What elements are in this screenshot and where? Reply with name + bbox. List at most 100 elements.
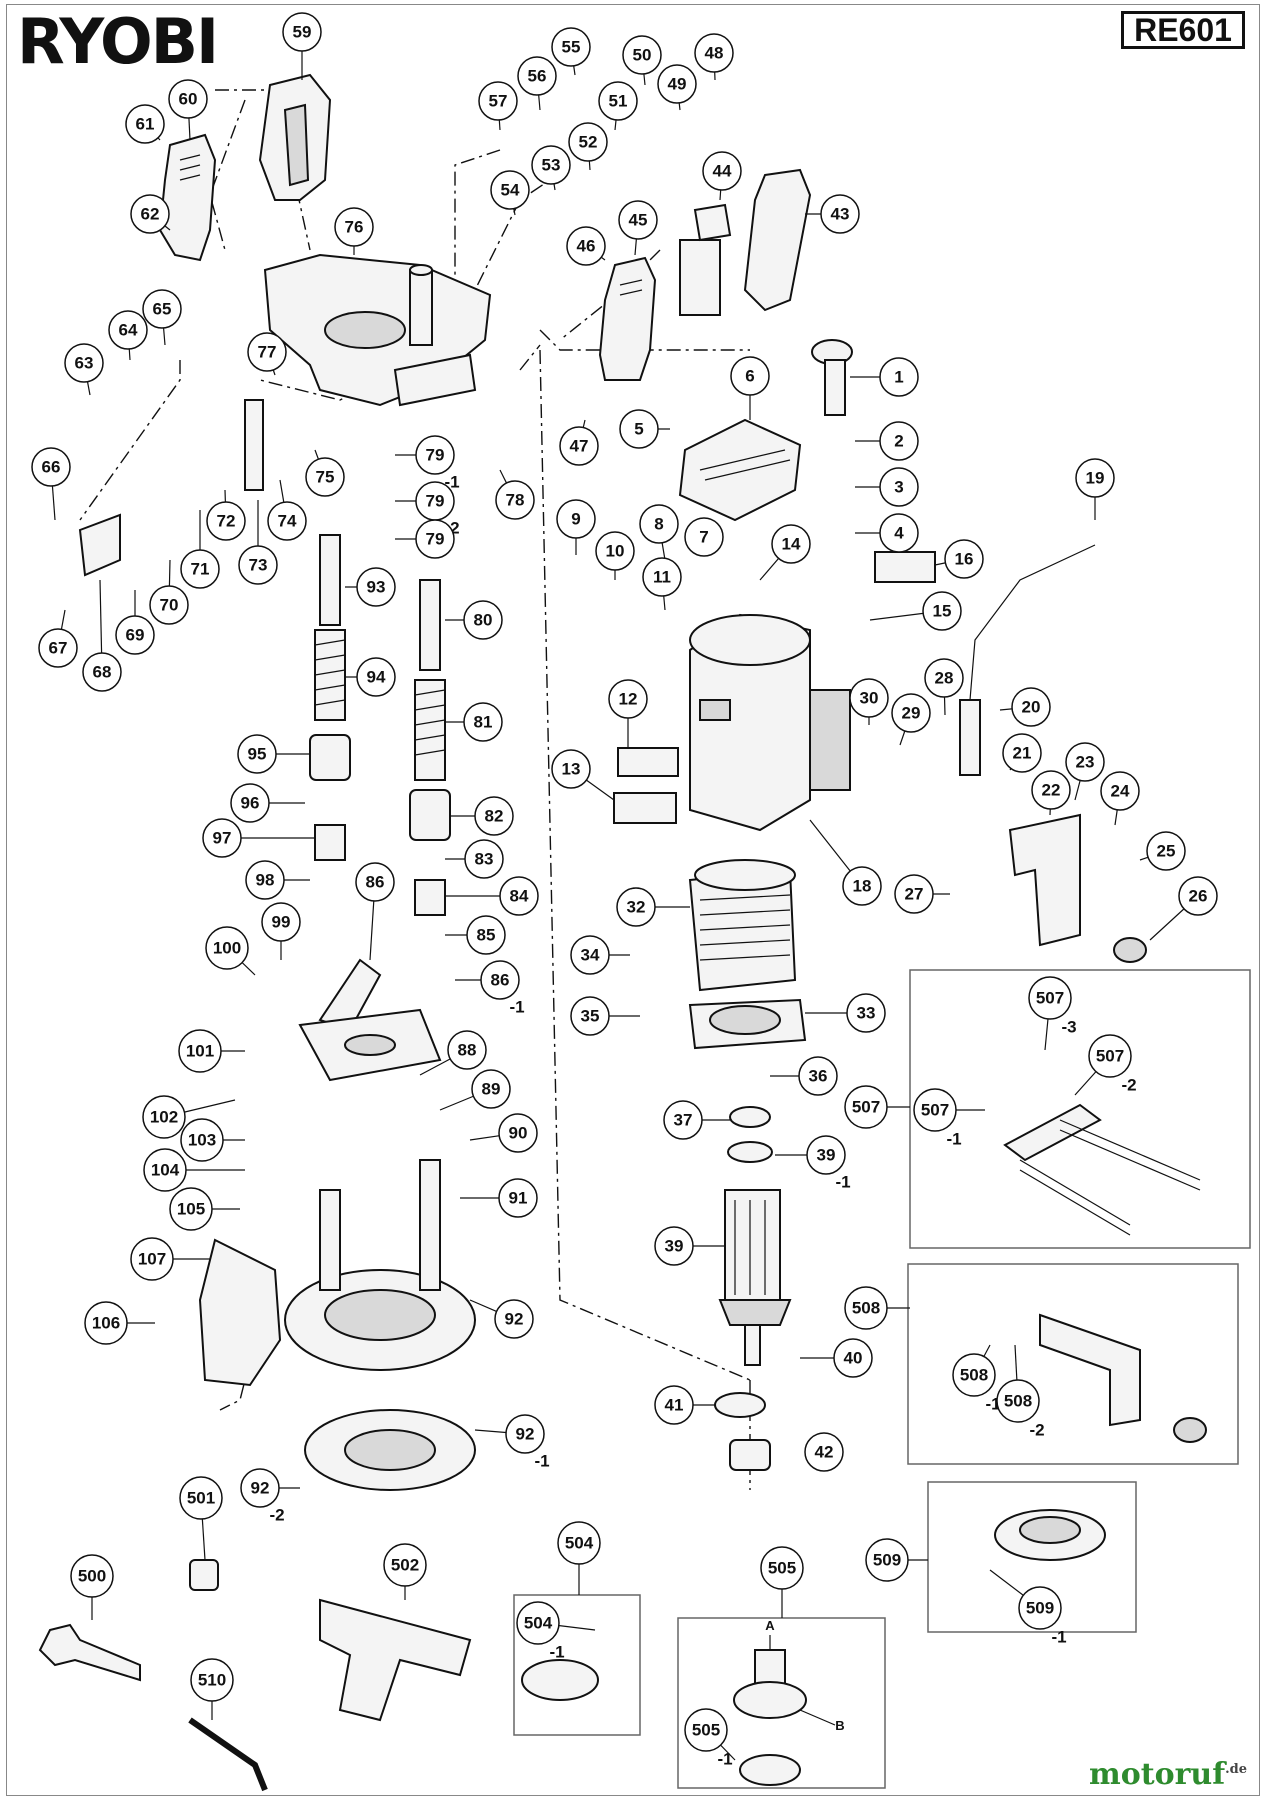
callout-circle xyxy=(1100,771,1140,811)
callout-circle xyxy=(598,81,638,121)
callout-104: 104 xyxy=(143,1148,245,1192)
brand-logo: RYOBI xyxy=(17,5,219,78)
base-92 xyxy=(284,1159,476,1371)
callout-73: 73 xyxy=(238,500,278,585)
callout-number: 23 xyxy=(1076,753,1095,772)
callout-65: 65 xyxy=(142,289,182,346)
callout-53: 53 xyxy=(531,145,571,191)
collet-505: A B xyxy=(733,1618,845,1786)
callout-circle xyxy=(1018,1586,1062,1630)
callout-circle xyxy=(865,1538,909,1582)
callout-number: 41 xyxy=(665,1396,684,1415)
template-guide-509 xyxy=(994,1509,1106,1561)
callout-51: 51 xyxy=(598,81,638,131)
callout-number: 35 xyxy=(581,1007,600,1026)
callout-number: 92 xyxy=(505,1310,524,1329)
callout-circle xyxy=(516,1601,560,1645)
callout-circle xyxy=(1075,458,1115,498)
frame-509 xyxy=(927,1481,1137,1633)
callout-507-1: 507-1 xyxy=(913,1088,985,1149)
callout-number: 88 xyxy=(458,1041,477,1060)
callout-circle xyxy=(31,447,71,487)
callout-suffix: -1 xyxy=(549,1643,564,1662)
sleeve-501 xyxy=(189,1559,219,1591)
callout-88: 88 xyxy=(419,1030,487,1076)
callout-21: 21 xyxy=(1002,733,1042,773)
frame-504 xyxy=(513,1594,641,1736)
callout-circle xyxy=(806,1135,846,1175)
callout-circle xyxy=(267,501,307,541)
brush-holder-23 xyxy=(1008,813,1081,947)
callout-number: 7 xyxy=(699,528,708,547)
label-16 xyxy=(874,551,936,583)
callout-circle xyxy=(771,524,811,564)
callout-13: 13 xyxy=(551,749,615,801)
callout-95: 95 xyxy=(237,734,310,774)
callout-circle xyxy=(490,170,530,210)
callout-34: 34 xyxy=(570,935,630,975)
watermark-tld: .de xyxy=(1225,1762,1247,1777)
callout-500: 500 xyxy=(70,1554,114,1620)
callout-number: 505 xyxy=(768,1559,796,1578)
callout-circle xyxy=(1065,742,1105,782)
callout-number: 12 xyxy=(619,690,638,709)
callout-number: 40 xyxy=(844,1349,863,1368)
callout-number: 72 xyxy=(217,512,236,531)
callout-number: 501 xyxy=(187,1489,215,1508)
callout-number: 55 xyxy=(562,38,581,57)
callout-number: 504 xyxy=(565,1534,594,1553)
callout-43: 43 xyxy=(805,194,860,234)
callout-32: 32 xyxy=(616,887,690,927)
motor-cover-6 xyxy=(678,418,802,522)
label-13 xyxy=(613,792,677,824)
frame-507 xyxy=(909,969,1251,1249)
callout-number: 32 xyxy=(627,898,646,917)
handle-43 xyxy=(743,168,812,312)
callout-circle xyxy=(639,504,679,544)
rod-80 xyxy=(419,579,441,671)
callout-number: 80 xyxy=(474,611,493,630)
callout-29: 29 xyxy=(891,693,931,746)
callout-number: 33 xyxy=(857,1004,876,1023)
callout-number: 106 xyxy=(92,1314,120,1333)
callout-circle xyxy=(206,501,246,541)
callout-suffix: -2 xyxy=(1121,1076,1136,1095)
callout-number: 107 xyxy=(138,1250,166,1269)
callout-number: 15 xyxy=(933,602,952,621)
callout-45: 45 xyxy=(618,200,658,256)
callout-circle xyxy=(245,860,285,900)
callout-509: 509 xyxy=(865,1538,928,1582)
callout-5: 5 xyxy=(619,409,670,449)
callout-number: 69 xyxy=(126,626,145,645)
callout-number: 101 xyxy=(186,1042,214,1061)
callout-number: 18 xyxy=(853,877,872,896)
callout-7: 7 xyxy=(684,517,724,557)
callout-circle xyxy=(498,1113,538,1153)
callout-96: 96 xyxy=(230,783,305,823)
callout-number: 89 xyxy=(482,1080,501,1099)
callout-circle xyxy=(663,1100,703,1140)
callout-92-1: 92-1 xyxy=(474,1414,550,1471)
callout-circle xyxy=(499,876,539,916)
callout-78: 78 xyxy=(495,469,535,520)
callout-number: 19 xyxy=(1086,469,1105,488)
guide-508 xyxy=(1039,1313,1207,1443)
callout-circle xyxy=(240,1468,280,1508)
callout-circle xyxy=(494,1299,534,1339)
callout-103: 103 xyxy=(180,1118,245,1162)
callout-94: 94 xyxy=(345,657,396,697)
callout-39-1: 39-1 xyxy=(775,1135,851,1192)
callout-circle xyxy=(844,1085,888,1129)
callout-number: 102 xyxy=(150,1108,178,1127)
callout-26: 26 xyxy=(1149,876,1218,941)
callout-55: 55 xyxy=(551,27,591,76)
callout-number: 65 xyxy=(153,300,172,319)
callout-circle xyxy=(480,960,520,1000)
callout-number: 60 xyxy=(179,90,198,109)
callout-27: 27 xyxy=(894,874,950,914)
callout-number: 83 xyxy=(475,850,494,869)
callout-number: 84 xyxy=(510,887,529,906)
callout-508: 508 xyxy=(844,1286,910,1330)
